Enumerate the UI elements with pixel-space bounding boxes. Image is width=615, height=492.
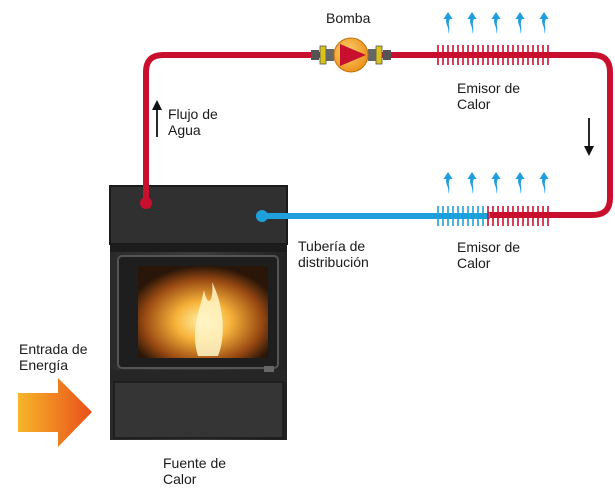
pump-label-text: Bomba <box>326 10 371 26</box>
arrow-up-icon <box>152 100 162 137</box>
emitter-bottom-label-line1: Emisor de <box>457 239 521 255</box>
hot-outlet <box>140 197 152 209</box>
hot-pipe <box>140 52 613 218</box>
energy-label-line2: Energía <box>19 357 69 373</box>
pump-label: Bomba <box>326 10 370 26</box>
pump-icon <box>311 37 391 73</box>
emitter-bottom-fins <box>437 206 549 226</box>
cold-inlet <box>256 210 268 222</box>
stove <box>109 185 288 440</box>
source-label-line2: Calor <box>163 471 197 487</box>
energy-label: Entrada de Energía <box>19 341 88 373</box>
source-label: Fuente de Calor <box>163 455 226 487</box>
source-label-line1: Fuente de <box>163 455 227 471</box>
flow-label-line1: Flujo de <box>168 106 218 122</box>
flow-label: Flujo de Agua <box>168 106 218 138</box>
emitter-top-label: Emisor de Calor <box>457 80 520 112</box>
pipe-label-line1: Tubería de <box>298 238 366 254</box>
emitter-bottom-label-line2: Calor <box>457 255 491 271</box>
flow-label-line2: Agua <box>168 122 201 138</box>
energy-label-line1: Entrada de <box>19 341 88 357</box>
energy-arrow-icon <box>18 378 92 447</box>
pipe-label-line2: distribución <box>298 254 369 270</box>
emitter-top-label-line1: Emisor de <box>457 80 521 96</box>
pipe-label: Tubería de distribución <box>298 238 369 270</box>
emitter-top-fins <box>437 45 549 65</box>
heat-wave-icon <box>443 12 549 34</box>
heat-wave-icon <box>443 172 549 194</box>
flame <box>194 282 223 356</box>
arrow-down-icon <box>584 118 594 156</box>
cold-pipe <box>256 210 490 222</box>
emitter-top-label-line2: Calor <box>457 96 491 112</box>
emitter-bottom-label: Emisor de Calor <box>457 239 520 271</box>
